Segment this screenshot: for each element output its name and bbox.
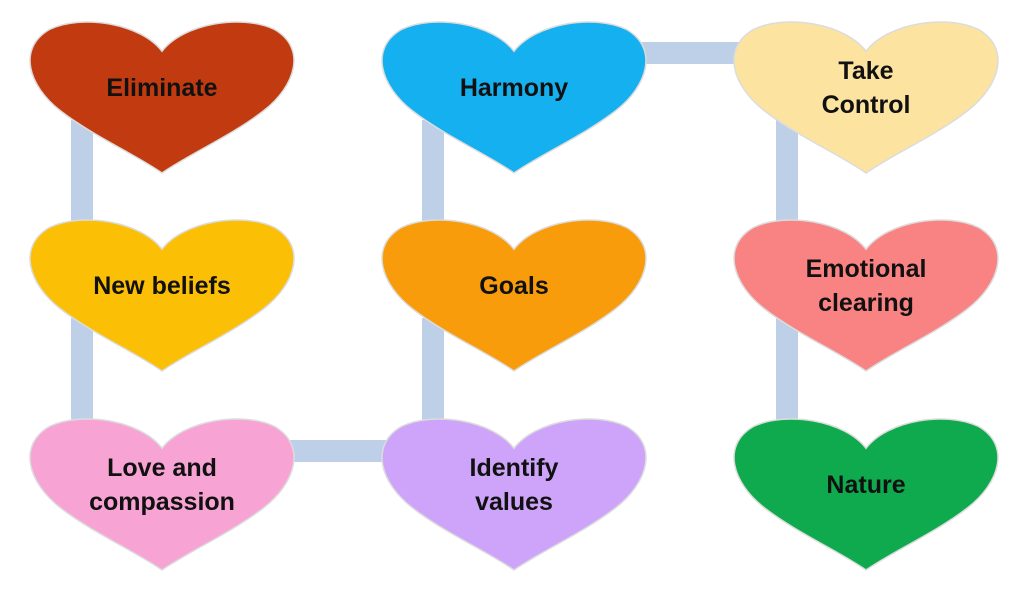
connector-emotional-nature [776,318,798,438]
heart-eliminate: Eliminate [29,21,295,174]
heart-identify-values: Identify values [381,418,647,571]
heart-love-and-compassion: Love and compassion [29,418,295,571]
connector-identify-goals [422,318,444,438]
heart-shape-take-control [733,21,999,174]
heart-label-line: New beliefs [93,272,231,300]
heart-shape-nature [733,418,999,571]
heart-new-beliefs: New beliefs [29,219,295,372]
connectors [71,42,798,462]
heart-label-identify-values: Identify values [470,454,559,516]
heart-shape-emotional-clearing [733,219,999,372]
heart-goals: Goals [381,219,647,372]
heart-label-harmony: Harmony [460,74,568,102]
heart-label-line: Control [822,91,911,119]
heart-label-line: Nature [826,471,905,499]
heart-shape-eliminate [29,21,295,174]
heart-label-line: values [475,488,553,516]
heart-label-line: Emotional [806,255,927,283]
connector-take-control-emotional [776,120,798,240]
heart-shape-love-and-compassion [29,418,295,571]
heart-label-nature: Nature [826,471,905,499]
heart-emotional-clearing: Emotional clearing [733,219,999,372]
connector-goals-harmony [422,120,444,240]
heart-label-line: clearing [818,289,914,317]
connector-new-beliefs-love [71,318,93,438]
heart-label-new-beliefs: New beliefs [93,272,231,300]
connector-love-identify [270,440,410,462]
heart-shape-identify-values [381,418,647,571]
heart-harmony: Harmony [381,21,647,174]
heart-label-line: Goals [479,272,548,300]
heart-label-line: Love and [107,454,217,482]
heart-label-line: Harmony [460,74,568,102]
heart-label-line: compassion [89,488,235,516]
heart-label-love-and-compassion: Love and compassion [89,454,235,516]
heart-label-goals: Goals [479,272,548,300]
heart-shape-harmony [381,21,647,174]
heart-label-line: Eliminate [106,74,217,102]
heart-nature: Nature [733,418,999,571]
heart-label-emotional-clearing: Emotional clearing [806,255,927,317]
heart-shape-new-beliefs [29,219,295,372]
connector-harmony-take-control [620,42,760,64]
heart-label-line: Take [838,57,893,85]
connector-eliminate-new-beliefs [71,120,93,240]
heart-shape-goals [381,219,647,372]
heart-label-line: Identify [470,454,559,482]
heart-label-eliminate: Eliminate [106,74,217,102]
